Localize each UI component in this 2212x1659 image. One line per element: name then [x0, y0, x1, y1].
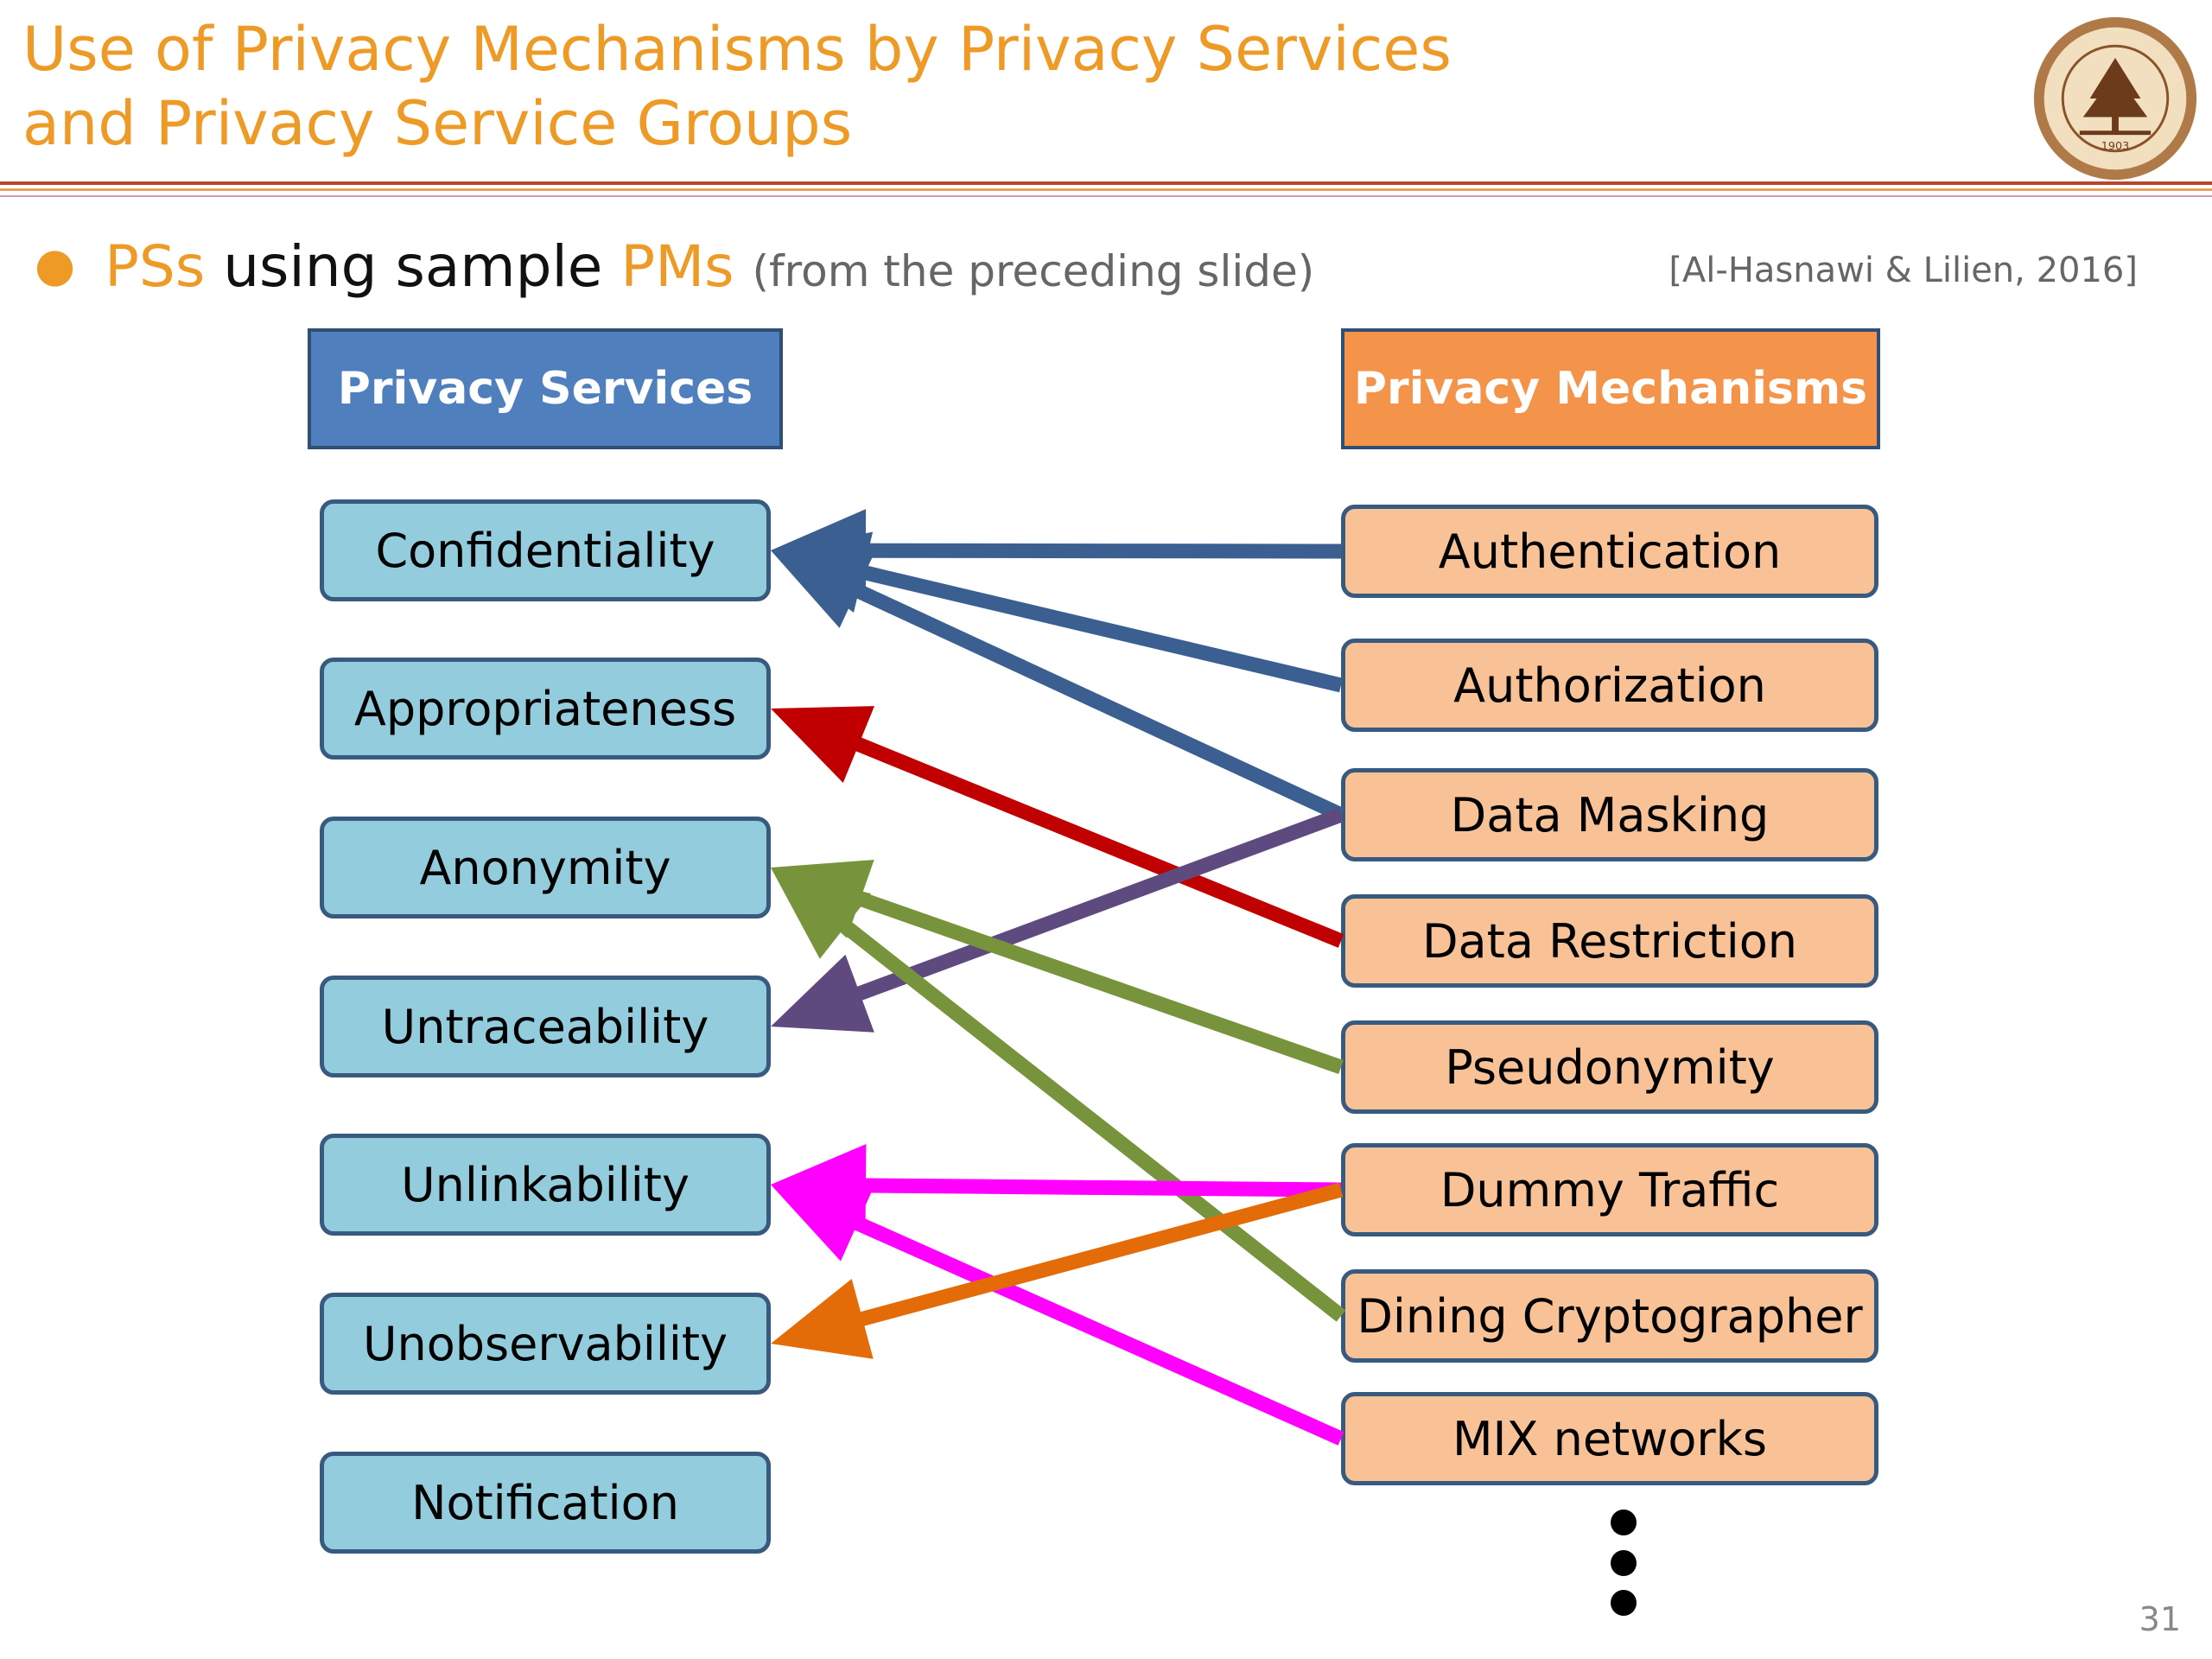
- arrow-head: [771, 1185, 875, 1262]
- service-notification: Notification: [320, 1452, 771, 1554]
- service-confidentiality: Confidentiality: [320, 499, 771, 601]
- mechanism-dummy-traffic: Dummy Traffic: [1341, 1143, 1878, 1236]
- mechanism-data-masking: Data Masking: [1341, 768, 1878, 861]
- svg-text:1903: 1903: [2101, 140, 2129, 153]
- mechanism-dining-cryptographer: Dining Cryptographer: [1341, 1269, 1878, 1363]
- mechanism-data-restriction: Data Restriction: [1341, 894, 1878, 988]
- slide-title: Use of Privacy Mechanisms by Privacy Ser…: [22, 12, 1941, 161]
- bullet-icon: ●: [35, 238, 76, 292]
- arrow-shaft: [849, 889, 1344, 1075]
- arrow-data-masking-to-untraceability: [771, 808, 1344, 1033]
- citation: [Al-Hasnawi & Lilien, 2016]: [1669, 251, 2138, 290]
- mechanism-authorization: Authorization: [1341, 639, 1878, 732]
- more-indicator-dot: [1611, 1550, 1637, 1576]
- arrow-shaft: [856, 1178, 1342, 1198]
- arrow-shaft: [849, 808, 1344, 1004]
- mechanism-authentication: Authentication: [1341, 505, 1878, 598]
- arrow-head: [771, 706, 874, 783]
- arrow-shaft: [846, 1212, 1344, 1446]
- more-indicator-dot: [1611, 1590, 1637, 1616]
- arrow-shaft: [834, 915, 1346, 1322]
- service-unlinkability: Unlinkability: [320, 1134, 771, 1236]
- title-rule-1: [0, 181, 2212, 185]
- arrow-head: [771, 1279, 874, 1359]
- arrow-shaft: [846, 580, 1344, 822]
- arrow-head: [771, 868, 872, 959]
- arrow-data-restriction-to-appropriateness: [771, 706, 1344, 948]
- page-number: 31: [2139, 1600, 2181, 1638]
- arrow-dummy-traffic-to-unobservability: [771, 1182, 1344, 1359]
- pss-term: PSs: [105, 233, 206, 300]
- privacy-services-header: Privacy Services: [308, 328, 783, 449]
- university-seal-logo: 1903: [2033, 16, 2197, 181]
- arrow-data-masking-to-confidentiality: [771, 550, 1344, 822]
- arrow-mix-networks-to-unlinkability: [771, 1185, 1344, 1446]
- arrow-shaft: [856, 543, 1342, 559]
- pms-term: PMs: [620, 233, 734, 300]
- bullet-text: ● PSs using sample PMs (from the precedin…: [35, 226, 1314, 304]
- arrow-head: [771, 954, 874, 1033]
- arrow-head: [771, 550, 874, 628]
- more-indicator-dot: [1611, 1510, 1637, 1535]
- title-rule-3: [0, 195, 2212, 197]
- title-rule-2: [0, 188, 2212, 191]
- service-anonymity: Anonymity: [320, 817, 771, 918]
- title-line-2: and Privacy Service Groups: [22, 88, 853, 159]
- arrow-dining-cryptographer-to-anonymity: [771, 868, 1346, 1322]
- arrow-shaft: [848, 734, 1344, 948]
- mechanism-mix-networks: MIX networks: [1341, 1392, 1878, 1485]
- service-untraceability: Untraceability: [320, 976, 771, 1077]
- arrow-shaft: [853, 563, 1343, 693]
- privacy-mechanisms-header: Privacy Mechanisms: [1341, 328, 1880, 449]
- bullet-middle: using sample: [205, 233, 621, 300]
- bullet-note: (from the preceding slide): [752, 246, 1315, 296]
- arrow-shaft: [852, 1182, 1344, 1329]
- mechanism-pseudonymity: Pseudonymity: [1341, 1020, 1878, 1114]
- title-line-1: Use of Privacy Mechanisms by Privacy Ser…: [22, 14, 1452, 85]
- service-unobservability: Unobservability: [320, 1293, 771, 1395]
- service-appropriateness: Appropriateness: [320, 658, 771, 760]
